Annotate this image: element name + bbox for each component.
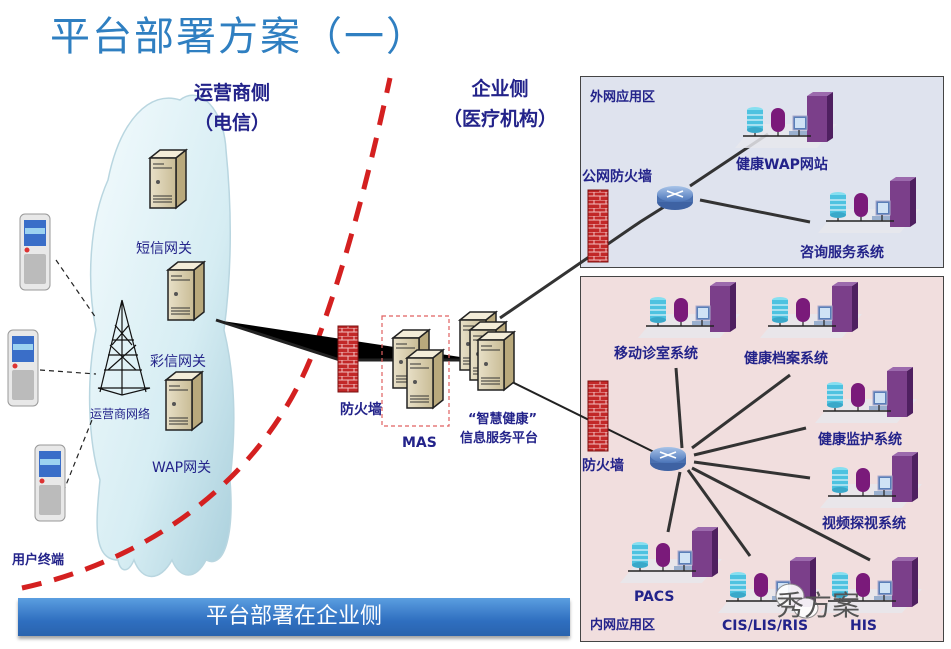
firewall-icon bbox=[337, 325, 359, 393]
router-icon bbox=[656, 185, 694, 211]
cell-tower-icon bbox=[97, 299, 151, 396]
system-label-health-monitor: 健康监护系统 bbox=[818, 432, 902, 448]
system-label-cis-lis-ris: CIS/LIS/RIS bbox=[722, 618, 809, 634]
consult-system-icon bbox=[817, 176, 921, 234]
enterprise-side-subheading: （医疗机构） bbox=[442, 108, 557, 130]
system-label-video-visit: 视频探视系统 bbox=[822, 516, 906, 532]
mms-gateway-label: 彩信网关 bbox=[150, 354, 206, 370]
mms-gateway-server-icon bbox=[167, 261, 205, 321]
public-firewall-icon bbox=[587, 189, 609, 263]
router-icon bbox=[649, 446, 687, 472]
user-terminal-label: 用户终端 bbox=[12, 553, 65, 568]
sms-gateway-label: 短信网关 bbox=[136, 241, 192, 257]
internal-firewall-icon bbox=[587, 380, 609, 452]
health-monitor-system-icon bbox=[814, 366, 918, 424]
watermark-text: 秀方案 bbox=[776, 589, 861, 622]
system-label-pacs: PACS bbox=[634, 589, 675, 605]
boundary-curve bbox=[21, 77, 393, 591]
system-label-mobile-clinic: 移动诊室系统 bbox=[614, 346, 698, 362]
external-app-zone bbox=[580, 76, 944, 268]
mas-label: MAS bbox=[402, 435, 437, 451]
internal-firewall-label: 防火墙 bbox=[582, 458, 624, 474]
operator-network-label: 运营商网络 bbox=[90, 407, 151, 421]
page-title: 平台部署方案（一） bbox=[50, 14, 428, 60]
mas-dashed-box bbox=[381, 315, 450, 427]
system-label-his: HIS bbox=[850, 618, 878, 634]
operator-cloud bbox=[88, 94, 235, 578]
mas-server-icon bbox=[406, 349, 444, 409]
platform-server-icon bbox=[477, 331, 515, 391]
sms-gateway-server-icon bbox=[149, 149, 187, 209]
system-label-health-record: 健康档案系统 bbox=[744, 351, 828, 367]
mobile-phone-icon bbox=[34, 444, 66, 522]
system-label-consult: 咨询服务系统 bbox=[800, 245, 884, 261]
wechat-icon bbox=[775, 583, 819, 619]
system-label-wap-site: 健康WAP网站 bbox=[736, 157, 828, 173]
external-zone-label: 外网应用区 bbox=[590, 90, 656, 105]
mobile-phone-icon bbox=[7, 329, 39, 407]
platform-label-line2: 信息服务平台 bbox=[460, 431, 539, 446]
mobile-phone-icon bbox=[19, 213, 51, 291]
deployment-banner: 平台部署在企业侧 bbox=[18, 598, 570, 636]
operator-side-heading: 运营商侧 bbox=[193, 82, 270, 104]
public-firewall-label: 公网防火墙 bbox=[582, 169, 652, 185]
wap-gateway-server-icon bbox=[165, 371, 203, 431]
wap-gateway-label: WAP网关 bbox=[152, 460, 212, 476]
enterprise-side-heading: 企业侧 bbox=[471, 78, 529, 100]
pacs-system-icon bbox=[619, 526, 723, 584]
video-visit-system-icon bbox=[819, 451, 923, 509]
health-record-system-icon bbox=[759, 281, 863, 339]
internal-zone-label: 内网应用区 bbox=[590, 618, 656, 633]
wap-site-system-icon bbox=[734, 91, 838, 149]
operator-side-subheading: （电信） bbox=[193, 112, 270, 134]
firewall-label: 防火墙 bbox=[340, 402, 382, 418]
platform-label-line1: “智慧健康” bbox=[468, 412, 538, 427]
mobile-clinic-system-icon bbox=[637, 281, 741, 339]
